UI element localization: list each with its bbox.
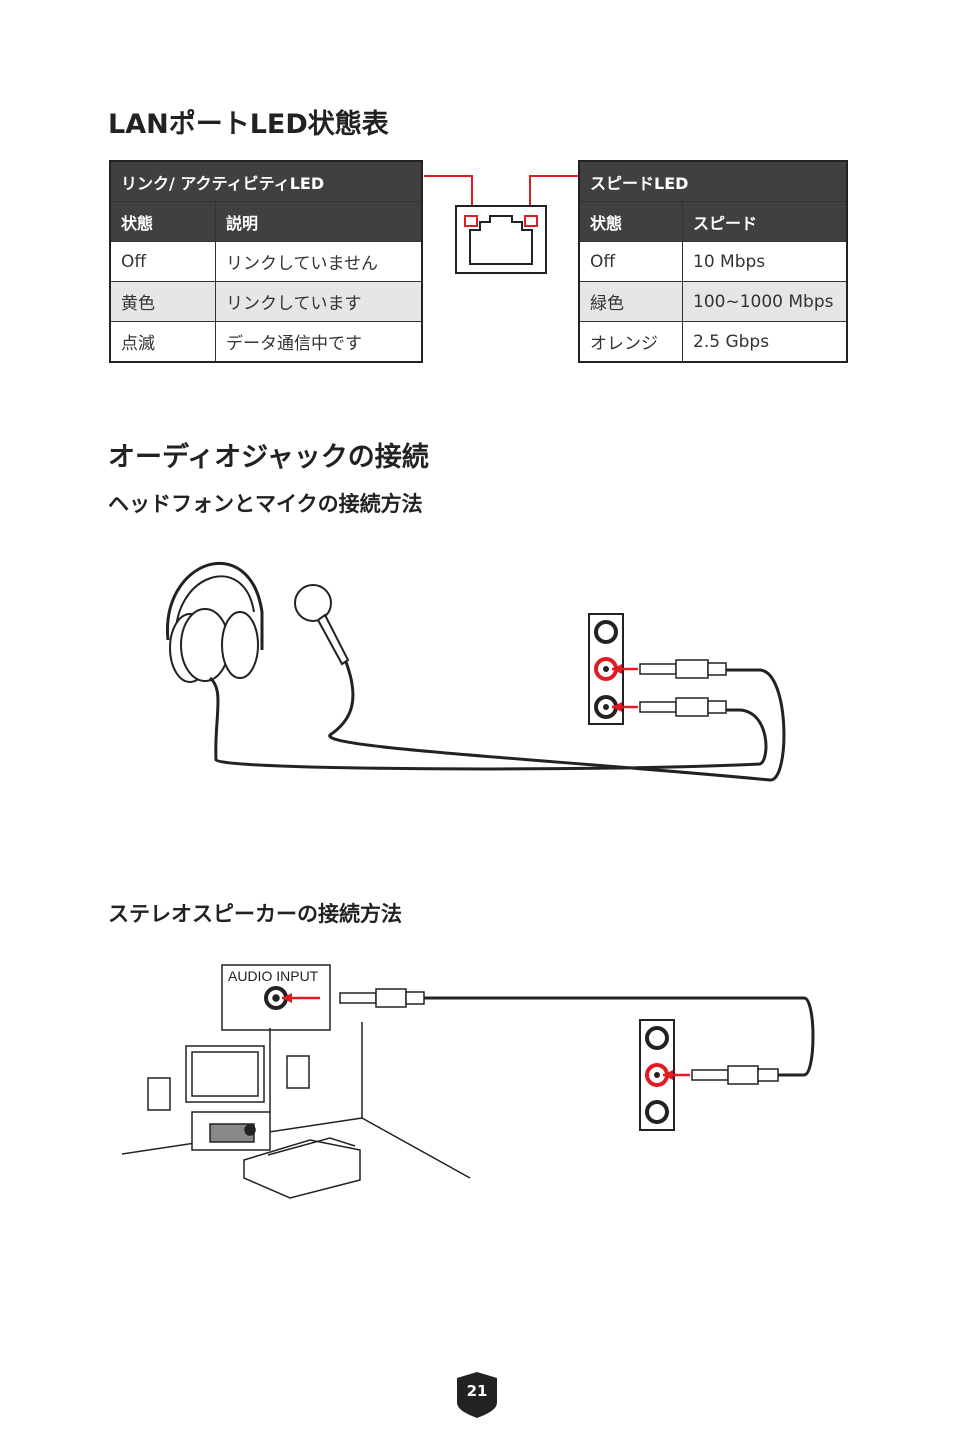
microphone-icon [294,584,786,782]
audio-input-label: AUDIO INPUT [228,968,319,984]
table-row: 緑色 100~1000 Mbps [578,281,848,322]
headphones-icon [166,561,768,771]
audio-jack-title: オーディオジャックの接続 [108,442,429,473]
speed-state-cell: Off [578,241,683,282]
page-number: 21 [466,1382,488,1400]
link-col-desc: 説明 [215,201,423,242]
table-row: Off 10 Mbps [578,241,848,282]
audio-jack-panel [588,613,638,725]
page-badge-shield [457,1372,497,1418]
speaker-left-icon [147,1077,171,1111]
link-state-cell: 黄色 [109,281,216,322]
speaker-cable [424,996,815,1077]
speed-col-state: 状態 [578,201,683,242]
link-col-state: 状態 [109,201,216,242]
link-desc-cell: リンクしていません [215,241,423,282]
link-table-header: リンク/ アクティビティLED [109,160,423,202]
link-desc-cell: リンクしています [215,281,423,322]
table-row: オレンジ 2.5 Gbps [578,321,848,363]
line-in-jack [594,620,618,644]
audio-plug [639,697,727,717]
speed-col-speed: スピード [682,201,848,242]
stereo-speaker-subtitle: ステレオスピーカーの接続方法 [108,902,402,926]
speed-value-cell: 10 Mbps [682,241,848,282]
speed-state-cell: 緑色 [578,281,683,322]
link-desc-cell: データ通信中です [215,321,423,363]
link-activity-led-table: リンク/ アクティビティLED 状態 説明 Off リンクしていません 黄色 リ… [109,160,423,363]
speaker-right-icon [286,1055,310,1089]
speed-value-cell: 100~1000 Mbps [682,281,848,322]
sofa-icon [243,1139,361,1199]
link-led-indicator [464,215,478,227]
speed-led-indicator [524,215,538,227]
table-row: 黄色 リンクしています [109,281,423,322]
audio-plug [639,659,727,679]
audio-plug [691,1065,779,1085]
table-row: Off リンクしていません [109,241,423,282]
speed-value-cell: 2.5 Gbps [682,321,848,363]
headphone-mic-subtitle: ヘッドフォンとマイクの接続方法 [108,492,423,516]
speed-led-table: スピードLED 状態 スピード Off 10 Mbps 緑色 100~1000 … [578,160,848,363]
table-row: 点滅 データ通信中です [109,321,423,363]
lan-led-title: LANポートLED状態表 [108,109,389,140]
lan-port-diagram [424,175,578,274]
speaker-room-scene [121,964,471,1199]
link-state-cell: 点滅 [109,321,216,363]
audio-jack-panel [639,1019,690,1131]
speed-state-cell: オレンジ [578,321,683,363]
audio-plug [339,988,425,1008]
